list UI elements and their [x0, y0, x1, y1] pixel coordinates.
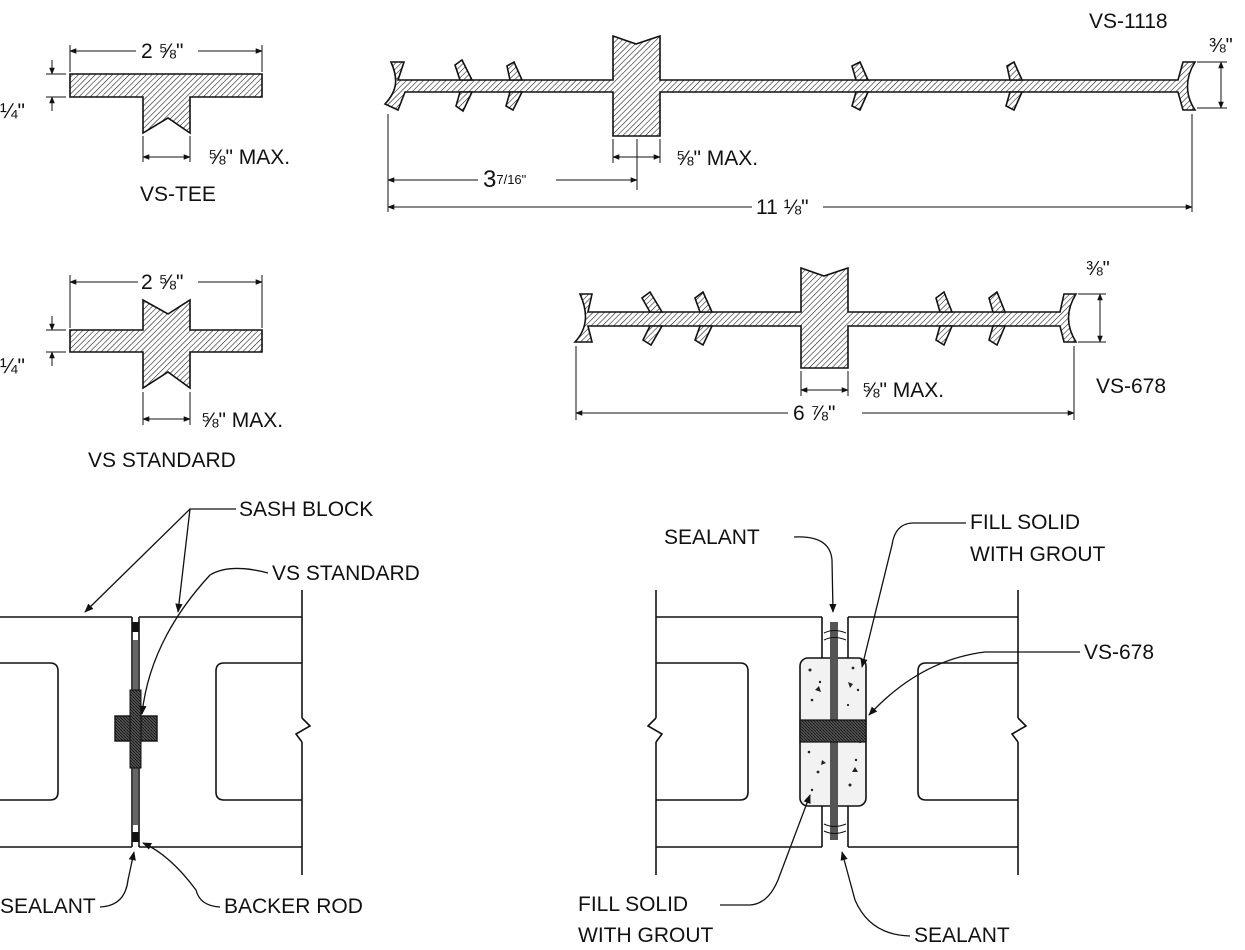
vs-1118-end-dim: ⅜" — [1209, 35, 1233, 57]
vs-1118-profile — [383, 34, 1197, 137]
right-fill-bottom-label-1: FILL SOLID — [578, 893, 688, 916]
vs-tee-width-dim: 2 ⅝" — [141, 40, 183, 63]
detail-right-group: SEALANT FILL SOLID WITH GROUT VS-678 FIL… — [578, 511, 1154, 947]
right-fill-top-label-2: WITH GROUT — [970, 543, 1105, 566]
vs-678-overall-dim: 6 ⅞" — [793, 402, 835, 425]
left-sash-block-label: SASH BLOCK — [239, 498, 373, 521]
vs-678-in-joint — [799, 719, 867, 743]
vs-678-name: VS-678 — [1096, 375, 1166, 398]
vs-678-center-dim: ⅝" MAX. — [862, 379, 944, 402]
vs-standard-name: VS STANDARD — [88, 449, 236, 472]
vs-678-profile — [573, 266, 1078, 369]
vs-678-end-dim: ⅜" — [1086, 258, 1110, 280]
vs-1118-center-dim: ⅝" MAX. — [676, 147, 758, 170]
left-backer-rod-label: BACKER ROD — [224, 895, 363, 918]
vs-tee-stem-dim: ⅝" MAX. — [208, 146, 290, 169]
vs-standard-width-dim: 2 ⅝" — [141, 271, 183, 294]
vs-1118-half-dim: 37/16" — [483, 166, 527, 193]
vs-1118-profile-group: VS-1118 ⅜" ⅝" MAX. 37/16" 11 ⅛" — [383, 10, 1233, 219]
vs-tee-name: VS-TEE — [140, 183, 216, 206]
right-sealant-top-label: SEALANT — [664, 526, 760, 549]
vs-1118-name: VS-1118 — [1089, 10, 1168, 33]
vs-678-profile-group: ⅜" ⅝" MAX. VS-678 6 ⅞" — [573, 258, 1166, 425]
vs-standard-profile — [69, 298, 263, 390]
detail-left-group: SASH BLOCK VS STANDARD SEALANT BACKER RO… — [0, 498, 420, 918]
right-vs-678-label: VS-678 — [1084, 641, 1154, 664]
vs-standard-profile-group: 2 ⅝" ¼" ⅝" MAX. VS STANDARD — [0, 271, 283, 472]
grout-speckles — [807, 666, 862, 792]
vs-standard-thickness-dim: ¼" — [0, 355, 25, 378]
left-vs-standard-label: VS STANDARD — [272, 562, 420, 585]
vs-tee-profile-group: 2 ⅝" ¼" ⅝" MAX. VS-TEE — [0, 40, 290, 206]
right-fill-top-label-1: FILL SOLID — [970, 511, 1080, 534]
vs-standard-stem-dim: ⅝" MAX. — [201, 409, 283, 432]
right-sealant-bottom-label: SEALANT — [914, 924, 1010, 947]
vs-1118-overall-dim: 11 ⅛" — [756, 196, 809, 219]
vs-tee-thickness-dim: ¼" — [0, 100, 25, 123]
left-sealant-label: SEALANT — [0, 895, 96, 918]
right-fill-bottom-label-2: WITH GROUT — [578, 924, 713, 947]
vs-tee-profile — [69, 73, 263, 135]
